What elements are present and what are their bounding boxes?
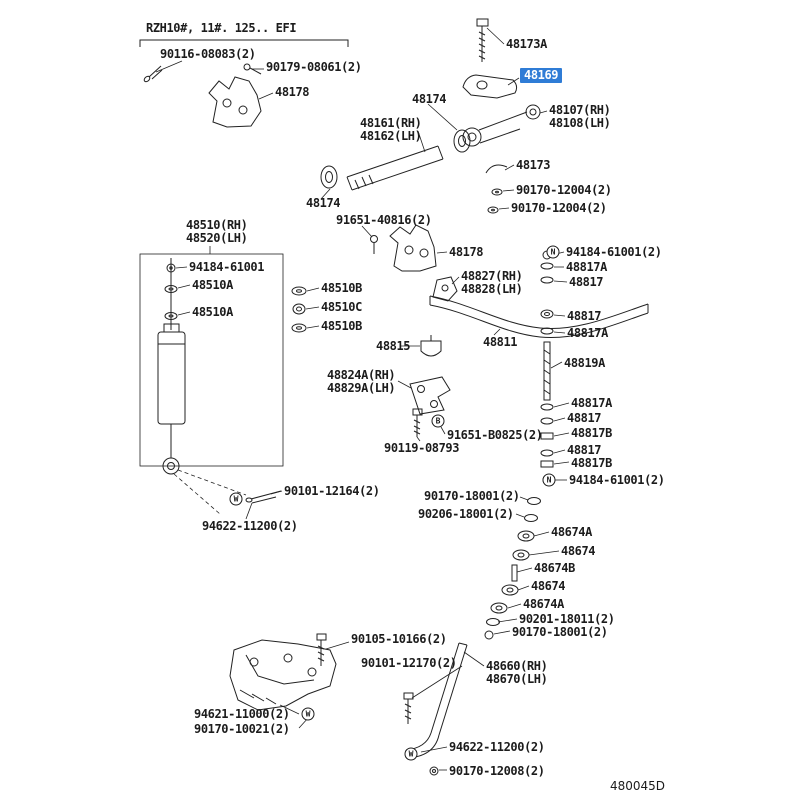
part-label[interactable]: 48817B [571, 426, 612, 440]
part-label[interactable]: 90101-12170(2) [361, 656, 457, 670]
part-label[interactable]: 90170-12008(2) [449, 764, 545, 778]
part-label[interactable]: 48173A [506, 37, 547, 51]
part-label[interactable]: 48169 [520, 68, 563, 83]
part-label[interactable]: 48510C [321, 300, 362, 314]
stabilizer-bar [420, 276, 649, 357]
part-label[interactable]: 48817 [567, 309, 602, 323]
part-label[interactable]: 90170-18001(2) [424, 489, 520, 503]
part-label[interactable]: 48107(RH) [549, 103, 611, 117]
part-label[interactable]: 48827(RH) [461, 269, 523, 283]
part-label[interactable]: 48674B [534, 561, 575, 575]
part-label[interactable]: 48178 [449, 245, 484, 259]
part-label[interactable]: 48674A [551, 525, 592, 539]
part-label[interactable]: 94622-11200(2) [202, 519, 298, 533]
part-label[interactable]: 48811 [483, 335, 518, 349]
part-label[interactable]: 48510(RH) [186, 218, 248, 232]
part-label[interactable]: 48819A [564, 356, 605, 370]
part-label[interactable]: 48817A [571, 396, 612, 410]
part-label[interactable]: 90170-12004(2) [511, 201, 607, 215]
model-note-bracket [139, 39, 349, 47]
part-label[interactable]: 90201-18011(2) [519, 612, 615, 626]
part-label[interactable]: 48817 [567, 443, 602, 457]
part-label[interactable]: 48824A(RH) [327, 368, 396, 382]
part-label[interactable]: 48178 [275, 85, 310, 99]
part-label[interactable]: 48510B [321, 281, 362, 295]
part-label[interactable]: 48674 [561, 544, 596, 558]
part-label[interactable]: 90101-12164(2) [284, 484, 380, 498]
part-label[interactable]: 48829A(LH) [327, 381, 396, 395]
stabilizer-bracket-assembly-top [453, 18, 541, 214]
part-label[interactable]: 90170-18001(2) [512, 625, 608, 639]
part-label[interactable]: 90105-10166(2) [351, 632, 447, 646]
part-label[interactable]: 48817A [567, 326, 608, 340]
part-label[interactable]: 48173 [516, 158, 551, 172]
part-label[interactable]: 48817A [566, 260, 607, 274]
part-label[interactable]: 48674A [523, 597, 564, 611]
part-label[interactable]: 48674 [531, 579, 566, 593]
part-label[interactable]: 90179-08061(2) [266, 60, 362, 74]
part-label[interactable]: 94621-11000(2) [194, 707, 290, 721]
part-label[interactable]: 91651-40816(2) [336, 213, 432, 227]
nut-symbol: N [546, 245, 560, 259]
washer-symbol: W [229, 492, 243, 506]
center-bracket-48178 [389, 224, 437, 272]
part-label[interactable]: 90170-10021(2) [194, 722, 290, 736]
part-label[interactable]: 94184-61001(2) [569, 473, 665, 487]
part-label[interactable]: 48828(LH) [461, 282, 523, 296]
stabilizer-shaft-assembly [320, 145, 444, 254]
part-label[interactable]: 48174 [412, 92, 447, 106]
part-label[interactable]: 48174 [306, 196, 341, 210]
part-label[interactable]: 48815 [376, 339, 411, 353]
bottom-bolts-and-nut [316, 633, 439, 776]
model-applicability-note: RZH10#, 11#. 125.. EFI [146, 21, 297, 35]
nut-symbol: N [542, 473, 556, 487]
shock-bushing-set [291, 286, 307, 333]
drawing-code: 480045D [610, 779, 666, 793]
part-label[interactable]: 94184-61001 [189, 260, 265, 274]
part-label[interactable]: 90119-08793 [384, 441, 460, 455]
part-label[interactable]: 48520(LH) [186, 231, 248, 245]
stabilizer-link-parts [540, 250, 554, 485]
part-label[interactable]: 48510A [192, 278, 233, 292]
shock-absorber-assembly [139, 253, 284, 515]
part-label[interactable]: 94622-11200(2) [449, 740, 545, 754]
top-left-bracket-assembly [143, 63, 262, 128]
part-label[interactable]: 94184-61001(2) [566, 245, 662, 259]
part-label[interactable]: 48817 [569, 275, 604, 289]
part-label[interactable]: 90206-18001(2) [418, 507, 514, 521]
part-label[interactable]: 48161(RH) [360, 116, 422, 130]
part-label[interactable]: 90170-12004(2) [516, 183, 612, 197]
part-label[interactable]: 48817B [571, 456, 612, 470]
part-label[interactable]: 90116-08083(2) [160, 47, 256, 61]
part-label[interactable]: 48108(LH) [549, 116, 611, 130]
stabilizer-bracket-48824 [409, 376, 451, 437]
part-label[interactable]: 48510A [192, 305, 233, 319]
washer-symbol: W [404, 747, 418, 761]
part-label[interactable]: 48817 [567, 411, 602, 425]
part-label[interactable]: 48660(RH) [486, 659, 548, 673]
bolt-symbol: B [431, 414, 445, 428]
part-label[interactable]: 48162(LH) [360, 129, 422, 143]
part-label[interactable]: 48510B [321, 319, 362, 333]
frame-bracket-94621 [229, 639, 337, 711]
part-label[interactable]: 91651-B0825(2) [447, 428, 543, 442]
washer-symbol: W [301, 707, 315, 721]
part-label[interactable]: 48670(LH) [486, 672, 548, 686]
